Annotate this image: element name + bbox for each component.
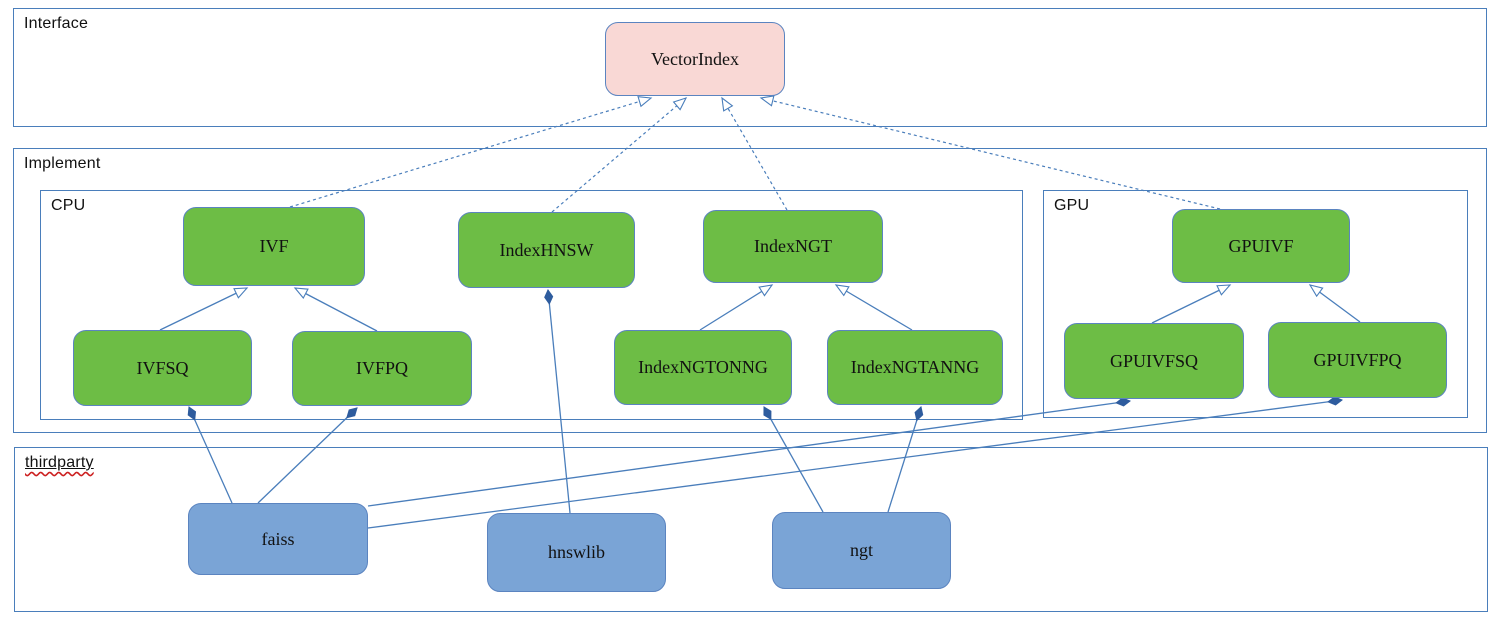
node-gpuivf[interactable]: GPUIVF xyxy=(1172,209,1350,283)
thirdparty-label-text: thirdparty xyxy=(25,454,94,471)
implement-label: Implement xyxy=(24,155,101,172)
thirdparty-label: thirdparty xyxy=(25,454,94,472)
node-indexngt[interactable]: IndexNGT xyxy=(703,210,883,283)
node-ivf[interactable]: IVF xyxy=(183,207,365,286)
node-gpuivfsq[interactable]: GPUIVFSQ xyxy=(1064,323,1244,399)
interface-label: Interface xyxy=(24,15,89,32)
node-hnswlib[interactable]: hnswlib xyxy=(487,513,666,592)
node-gpuivfpq[interactable]: GPUIVFPQ xyxy=(1268,322,1447,398)
gpu-label: GPU xyxy=(1054,197,1090,214)
node-ngt[interactable]: ngt xyxy=(772,512,951,589)
node-ivfpq[interactable]: IVFPQ xyxy=(292,331,472,406)
cpu-label: CPU xyxy=(51,197,86,214)
node-indexngtanng[interactable]: IndexNGTANNG xyxy=(827,330,1003,405)
node-indexngtonng[interactable]: IndexNGTONNG xyxy=(614,330,792,405)
node-vectorindex[interactable]: VectorIndex xyxy=(605,22,785,96)
node-indexhnsw[interactable]: IndexHNSW xyxy=(458,212,635,288)
node-ivfsq[interactable]: IVFSQ xyxy=(73,330,252,406)
node-faiss[interactable]: faiss xyxy=(188,503,368,575)
